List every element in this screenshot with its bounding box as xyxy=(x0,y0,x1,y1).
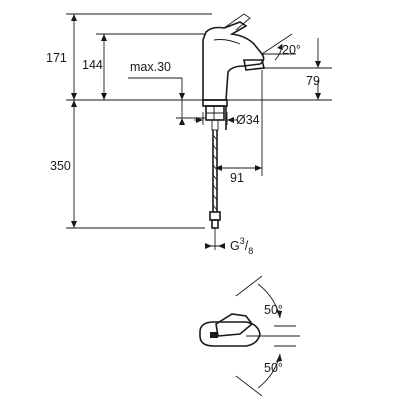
label-max30: max.30 xyxy=(130,60,171,74)
label-diameter-34: Ø34 xyxy=(236,113,260,127)
label-thread: G3/8 xyxy=(230,236,253,256)
faucet-top-view xyxy=(199,275,300,397)
hose xyxy=(209,130,221,250)
label-171: 171 xyxy=(46,51,67,65)
faucet-side-view xyxy=(202,13,265,131)
dimension-labels: 171 144 max.30 20° 79 Ø34 350 91 G3/8 50… xyxy=(46,43,320,375)
label-144: 144 xyxy=(82,58,103,72)
thread-prefix: G xyxy=(230,239,240,253)
dimension-lines xyxy=(66,13,332,249)
label-lever-angle-up: 50° xyxy=(264,303,283,317)
thread-den: 8 xyxy=(248,246,253,256)
label-350: 350 xyxy=(50,159,71,173)
label-lever-angle-down: 50° xyxy=(264,361,283,375)
thread-num: 3 xyxy=(240,236,245,246)
label-angle-20: 20° xyxy=(282,43,301,57)
label-91: 91 xyxy=(230,171,244,185)
label-79: 79 xyxy=(306,74,320,88)
